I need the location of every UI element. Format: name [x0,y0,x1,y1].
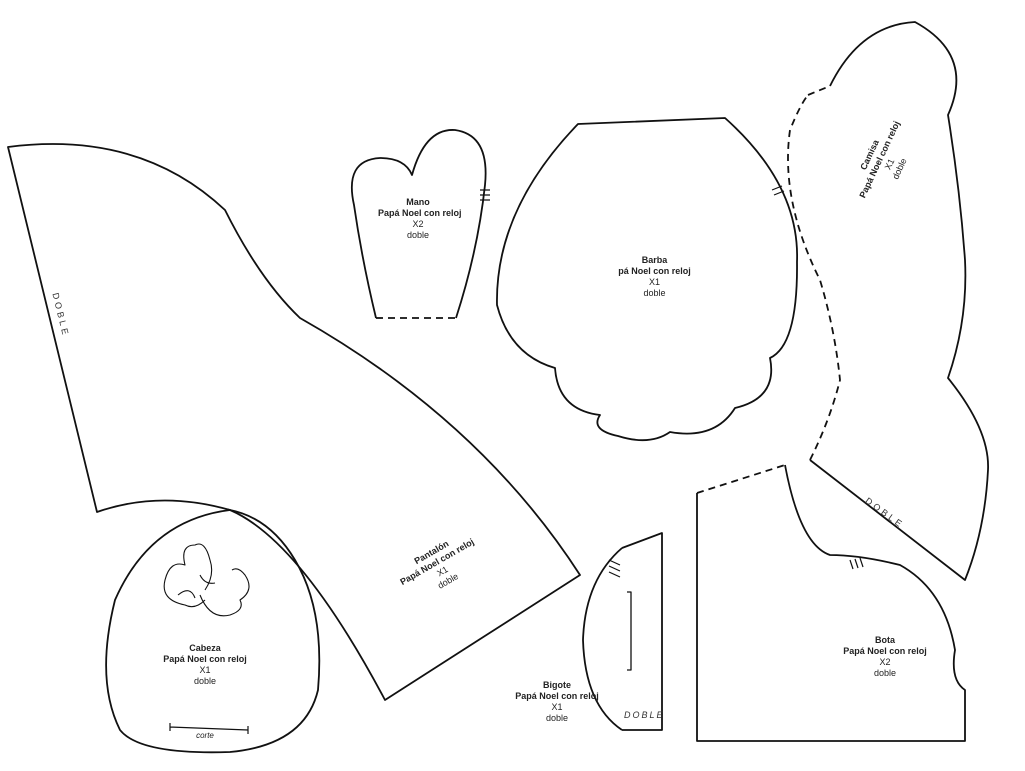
cabeza-piece-outline [105,509,321,754]
cabeza-name: Cabeza [189,643,221,653]
cabeza-subtitle: Papá Noel con reloj [163,654,247,664]
bigote-name: Bigote [543,680,571,690]
bigote-qty: X1 [551,702,563,712]
barba-subtitle: pá Noel con reloj [618,266,691,276]
bota-note: doble [873,668,897,678]
barba-name: Barba [641,255,668,265]
bota-top-dashed [696,464,786,494]
bota-name: Bota [875,635,895,645]
pantalon-piece-outline [7,143,581,701]
cabeza-beard-sketch [163,543,250,617]
bota-qty: X2 [879,657,891,667]
cabeza-cut-label: corte [196,731,214,740]
cabeza-note: doble [193,676,217,686]
bigote-subtitle: Papá Noel con reloj [515,691,599,701]
mano-subtitle: Papá Noel con reloj [378,208,462,218]
bigote-fold-label: DOBLE [624,710,665,720]
barba-label: Barba pá Noel con reloj X1 doble [612,255,697,299]
bigote-note: doble [545,713,569,723]
hatch-marks [480,185,864,578]
camisa-piece-outline [809,21,989,581]
barba-piece-outline [496,117,798,442]
mano-name: Mano [406,197,430,207]
bota-label: Bota Papá Noel con reloj X2 doble [840,635,930,679]
bigote-label: Bigote Papá Noel con reloj X1 doble [512,680,602,724]
cabeza-cut-line [169,723,249,734]
cabeza-label: Cabeza Papá Noel con reloj X1 doble [160,643,250,687]
bigote-piece-outline [582,532,663,731]
cabeza-qty: X1 [199,665,211,675]
bota-piece-outline [696,464,966,742]
barba-note: doble [643,288,666,298]
barba-qty: X1 [648,277,660,287]
mano-qty: X2 [412,219,424,229]
bota-subtitle: Papá Noel con reloj [843,646,927,656]
mano-note: doble [406,230,430,240]
camisa-neck-dashed [787,85,841,461]
bigote-inner-mark [627,591,632,671]
mano-label: Mano Papá Noel con reloj X2 doble [378,197,462,241]
